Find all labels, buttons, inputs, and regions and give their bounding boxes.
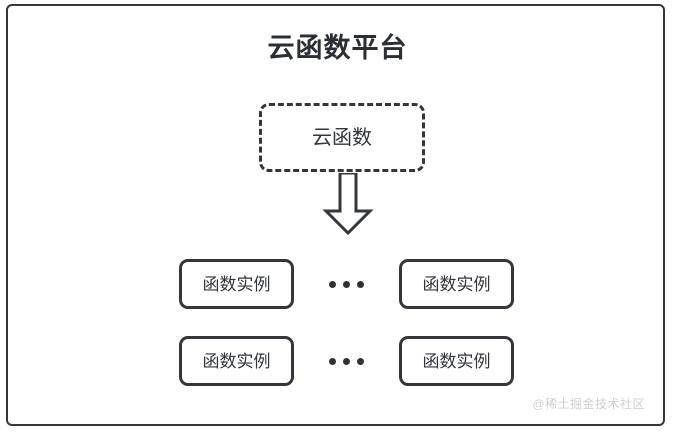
cloud-function-platform-container: 云函数平台 云函数 函数实例 函数实例 函数实例	[6, 4, 665, 426]
ellipsis-dot	[329, 357, 336, 365]
function-instance-label: 函数实例	[422, 274, 491, 294]
ellipsis-dot	[357, 357, 364, 365]
function-instance-label: 函数实例	[202, 274, 271, 294]
cloud-function-node-label: 云函数	[312, 126, 372, 149]
ellipsis-dot	[357, 280, 364, 288]
function-instance-box: 函数实例	[399, 259, 514, 309]
function-instance-box: 函数实例	[179, 336, 294, 386]
function-instance-box: 函数实例	[179, 259, 294, 309]
function-instance-label: 函数实例	[202, 351, 271, 371]
ellipsis-dot	[343, 357, 350, 365]
watermark: @稀土掘金技术社区	[532, 397, 645, 411]
instance-row: 函数实例 函数实例	[179, 335, 514, 387]
downward-block-arrow-icon	[322, 173, 374, 235]
ellipsis-dot	[329, 280, 336, 288]
ellipsis-dot	[343, 280, 350, 288]
cloud-function-node: 云函数	[259, 103, 425, 172]
ellipsis-icon	[325, 357, 368, 365]
ellipsis-icon	[325, 280, 368, 288]
instance-row: 函数实例 函数实例	[179, 258, 514, 310]
function-instance-box: 函数实例	[399, 336, 514, 386]
page-title: 云函数平台	[267, 33, 408, 63]
function-instance-label: 函数实例	[422, 351, 491, 371]
